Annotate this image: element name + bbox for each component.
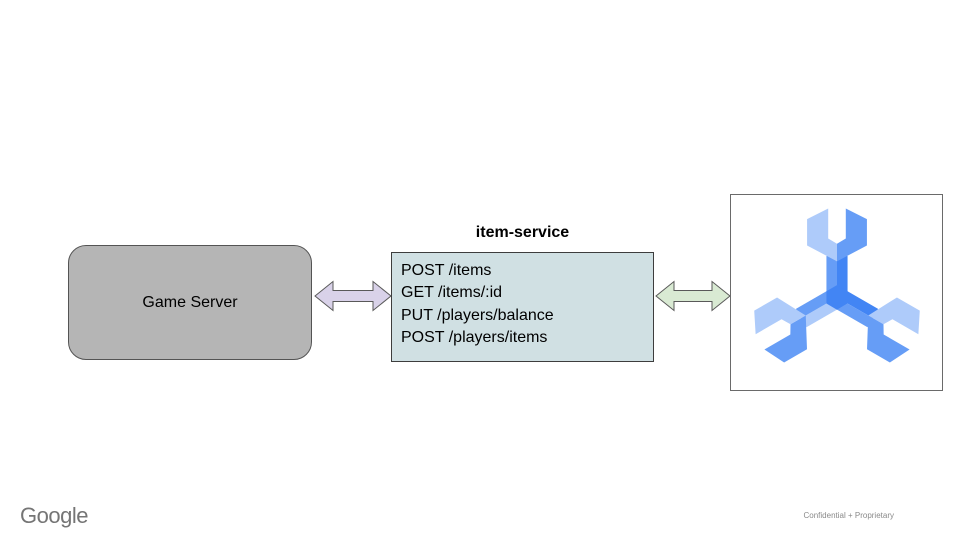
spanner-node xyxy=(730,194,943,391)
arrow-service-to-spanner xyxy=(655,280,731,312)
game-server-node: Game Server xyxy=(68,245,312,360)
cloud-spanner-icon xyxy=(753,208,920,362)
double-arrow-icon xyxy=(314,280,392,312)
arrow-game-to-service xyxy=(314,280,392,312)
endpoint-post-player-items: POST /players/items xyxy=(401,329,548,347)
item-service-title: item-service xyxy=(475,224,570,241)
endpoint-get-item: GET /items/:id xyxy=(401,284,503,302)
game-server-label: Game Server xyxy=(142,293,238,311)
endpoint-post-items: POST /items xyxy=(401,262,492,279)
google-logo: Google xyxy=(20,503,88,528)
double-arrow-icon xyxy=(655,280,731,312)
spanner-center-hub xyxy=(825,284,848,310)
item-service-node: POST /items GET /items/:id PUT /players/… xyxy=(391,252,654,362)
endpoint-put-balance: PUT /players/balance xyxy=(401,306,554,324)
confidential-label: Confidential + Proprietary xyxy=(803,511,895,520)
